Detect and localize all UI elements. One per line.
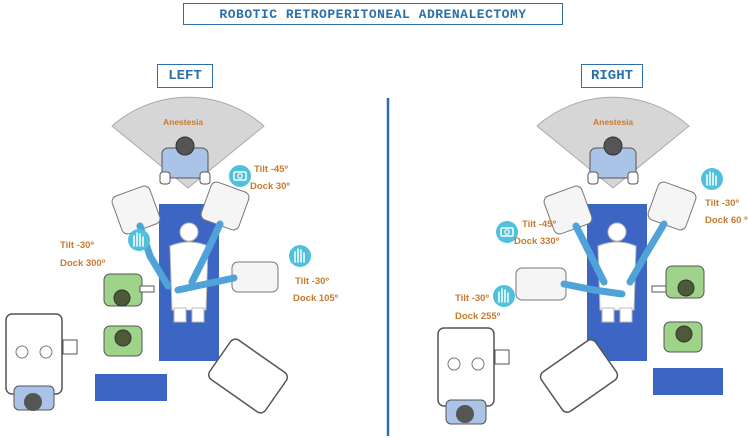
left-surgeon-console <box>5 313 78 411</box>
right-arm1-tilt: Tilt -30º <box>705 198 739 209</box>
left-arm1-tilt: Tilt -30º <box>60 240 94 251</box>
left-anesthesiologist <box>159 136 211 185</box>
left-assistant-top <box>103 273 155 307</box>
right-camera-dock: Dock 330º <box>514 236 560 247</box>
right-camera-tilt: Tilt -45º <box>522 219 556 230</box>
left-hand-icon-arm2 <box>289 245 311 267</box>
left-arm2-dock: Dock 105º <box>293 293 339 304</box>
right-arm2-dock: Dock 255º <box>455 311 501 322</box>
right-vision-cart <box>539 339 619 413</box>
right-robot-arms <box>560 220 668 298</box>
right-hand-icon-arm2 <box>493 285 515 307</box>
left-camera-icon <box>229 165 251 187</box>
right-instrument-table <box>653 368 723 395</box>
right-assistant-top <box>651 265 705 299</box>
right-arm2-tilt: Tilt -30º <box>455 293 489 304</box>
left-camera-tilt: Tilt -45º <box>254 164 288 175</box>
right-hand-icon-arm1 <box>701 168 723 190</box>
left-arm2-tilt: Tilt -30º <box>295 276 329 287</box>
left-instrument-table <box>95 374 167 401</box>
right-panel <box>437 96 723 425</box>
left-heading: LEFT <box>157 64 213 88</box>
right-surgeon-console <box>437 327 510 425</box>
left-robot-mounts <box>111 181 279 293</box>
left-camera-dock: Dock 30º <box>250 181 290 192</box>
right-robot-mounts <box>515 181 697 301</box>
right-heading: RIGHT <box>581 64 643 88</box>
left-hand-icon-arm1 <box>128 229 150 251</box>
left-anesthesia-label: Anestesia <box>163 117 204 127</box>
right-arm1-dock: Dock 60 º <box>705 215 748 226</box>
left-arm1-dock: Dock 300º <box>60 258 106 269</box>
right-anesthesia-label: Anestesia <box>593 117 634 127</box>
left-vision-cart <box>207 338 289 414</box>
right-camera-icon <box>496 221 518 243</box>
right-anesthesiologist <box>587 136 639 185</box>
figure-title: ROBOTIC RETROPERITONEAL ADRENALECTOMY <box>183 3 563 25</box>
left-panel <box>5 96 311 414</box>
right-assistant-bottom <box>663 321 703 353</box>
left-assistant-bottom <box>103 325 143 357</box>
